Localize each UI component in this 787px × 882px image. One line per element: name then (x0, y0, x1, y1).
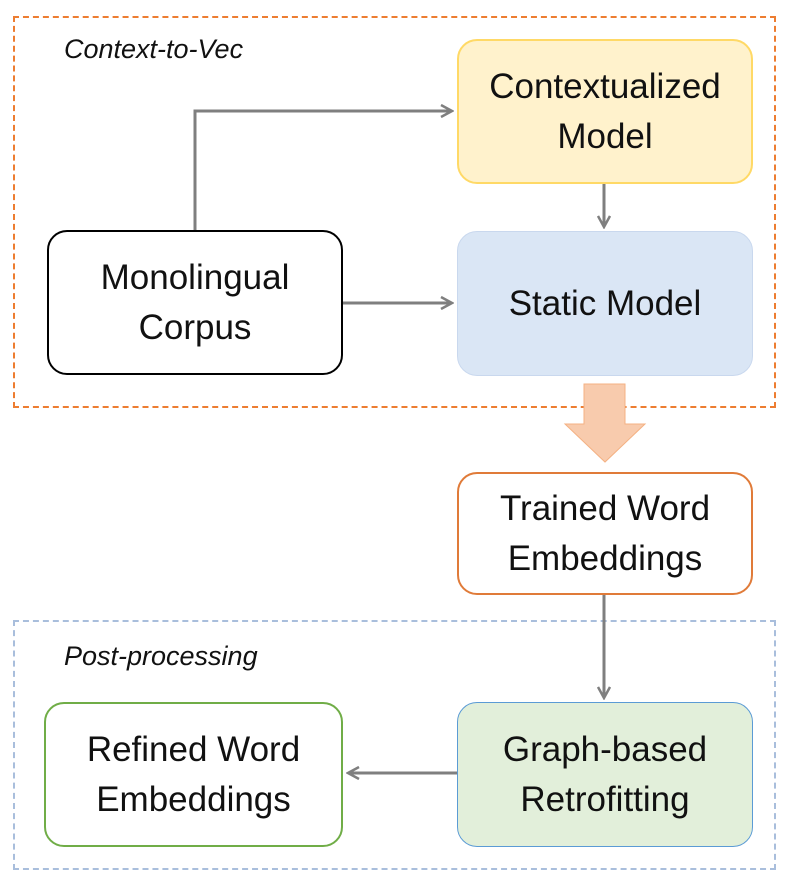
post-processing-label: Post-processing (64, 641, 258, 671)
post-processing-group (13, 620, 776, 870)
contextualized-model-label: Contextualized Model (489, 66, 721, 156)
contextualized-model-node: Contextualized Model (457, 39, 753, 184)
big-arrow-static-to-trained (563, 383, 647, 463)
monolingual-corpus-label: Monolingual Corpus (100, 257, 290, 347)
trained-word-embeddings-node: Trained Word Embeddings (457, 472, 753, 595)
context-to-vec-label: Context-to-Vec (64, 34, 244, 64)
static-model-node: Static Model (457, 231, 753, 376)
trained-word-embeddings-label: Trained Word Embeddings (499, 488, 711, 578)
refined-word-embeddings-node: Refined Word Embeddings (44, 702, 343, 847)
context-to-vec-group (13, 16, 776, 408)
edge-corpus-to-contextualized (193, 111, 452, 230)
graph-based-retrofitting-node: Graph-based Retrofitting (457, 702, 753, 847)
monolingual-corpus-node: Monolingual Corpus (47, 230, 343, 375)
graph-based-retrofitting-label: Graph-based Retrofitting (502, 729, 708, 819)
static-model-label: Static Model (508, 283, 702, 323)
refined-word-embeddings-label: Refined Word Embeddings (86, 729, 301, 819)
